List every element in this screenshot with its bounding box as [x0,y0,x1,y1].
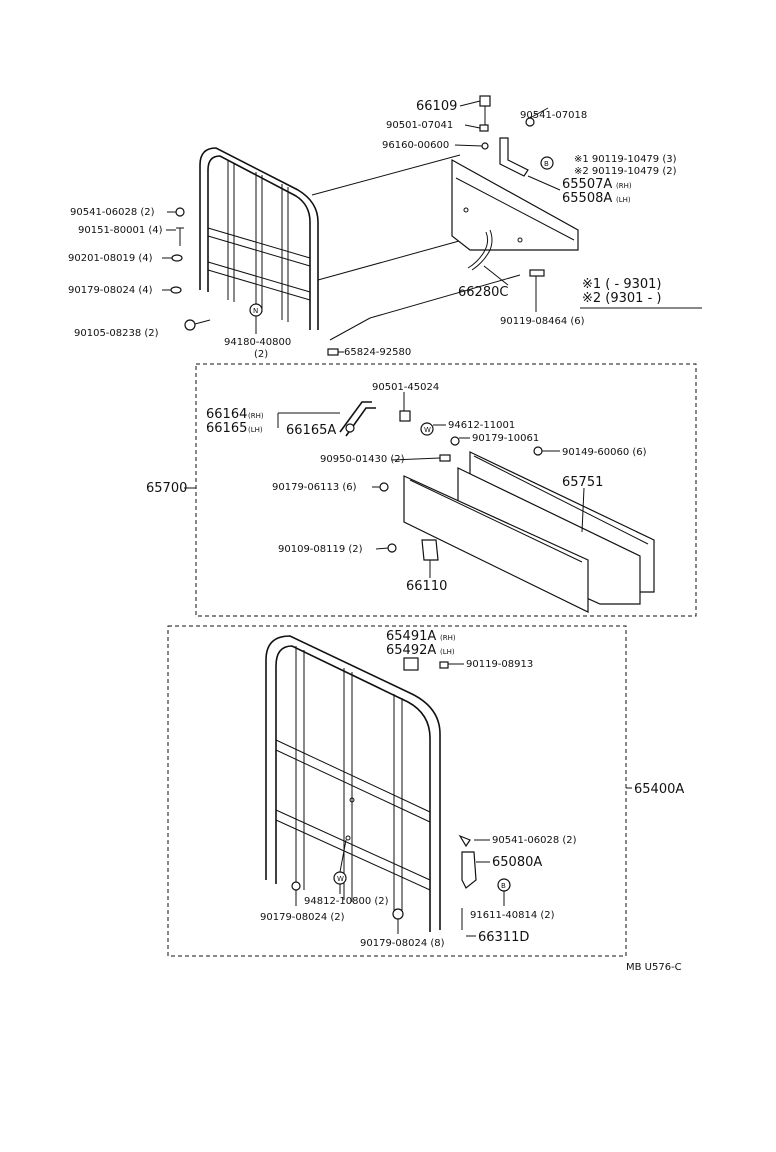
headboard-assembly-65400A: B W [167,625,632,957]
label-66165A: 66165A [286,423,336,438]
label-90201-08019: 90201-08019 (4) [68,253,153,264]
part-labels: 66109 90501-07041 90541-07018 96160-0060… [68,99,684,973]
label-94812-10800: 94812-10800 (2) [304,896,389,907]
label-65824-92580: 65824-92580 [344,347,411,358]
label-66164: 66164 [206,407,247,422]
label-90119-10479-3: ※1 90119-10479 (3) [574,154,677,165]
label-94180-qty: (2) [254,349,268,360]
label-65491A-rh: (RH) [440,634,456,642]
label-65508A-lh: (LH) [616,196,631,204]
label-90119-10479-2: ※2 90119-10479 (2) [574,166,677,177]
label-90149-60060: 90149-60060 (6) [562,447,647,458]
label-90179-08024-2: 90179-08024 (2) [260,912,345,923]
label-65507A-rh: (RH) [616,182,632,190]
label-66280C: 66280C [458,285,508,300]
label-90541-07018: 90541-07018 [520,110,587,121]
label-90179-10061: 90179-10061 [472,433,539,444]
label-66165-lh: (LH) [248,426,263,434]
note-1: ※1 ( - 9301) [582,277,661,292]
label-90105-08238: 90105-08238 (2) [74,328,159,339]
label-65491A: 65491A [386,629,436,644]
marker-n: N [253,307,258,315]
label-66165: 66165 [206,421,247,436]
label-66110: 66110 [406,579,447,594]
label-90119-08913: 90119-08913 [466,659,533,670]
label-90501-45024: 90501-45024 [372,382,439,393]
label-65700: 65700 [146,481,187,496]
marker-w-1: W [424,426,431,434]
label-91611-40814: 91611-40814 (2) [470,910,555,921]
label-65507A: 65507A [562,177,612,192]
label-90151-80001: 90151-80001 (4) [78,225,163,236]
label-90501-07041: 90501-07041 [386,120,453,131]
label-94180-40800: 94180-40800 [224,337,291,348]
label-66164-rh: (RH) [248,412,264,420]
label-66311D: 66311D [478,930,529,945]
marker-b: B [544,160,549,168]
marker-b-2: B [501,882,506,890]
label-65400A: 65400A [634,782,684,797]
label-90179-08024-8: 90179-08024 (8) [360,938,445,949]
label-65492A: 65492A [386,643,436,658]
label-66109: 66109 [416,99,457,114]
label-90109-08119: 90109-08119 (2) [278,544,363,555]
label-90950-01430: 90950-01430 (2) [320,454,405,465]
marker-w-2: W [337,875,344,883]
label-90541-06028: 90541-06028 (2) [70,207,155,218]
label-65492A-lh: (LH) [440,648,455,656]
label-65080A: 65080A [492,855,542,870]
label-96160-00600: 96160-00600 [382,140,449,151]
label-90179-06113: 90179-06113 (6) [272,482,357,493]
label-90119-08464: 90119-08464 (6) [500,316,585,327]
top-assembly: B N [162,95,702,356]
label-94612-11001: 94612-11001 [448,420,515,431]
diagram-ref: MB U576-C [626,962,682,973]
label-90179-08024-4: 90179-08024 (4) [68,285,153,296]
tailgate-assembly-65700: W [184,363,697,617]
label-65751: 65751 [562,475,603,490]
label-65508A: 65508A [562,191,612,206]
label-90541-06028-b: 90541-06028 (2) [492,835,577,846]
note-2: ※2 (9301 - ) [582,291,661,306]
